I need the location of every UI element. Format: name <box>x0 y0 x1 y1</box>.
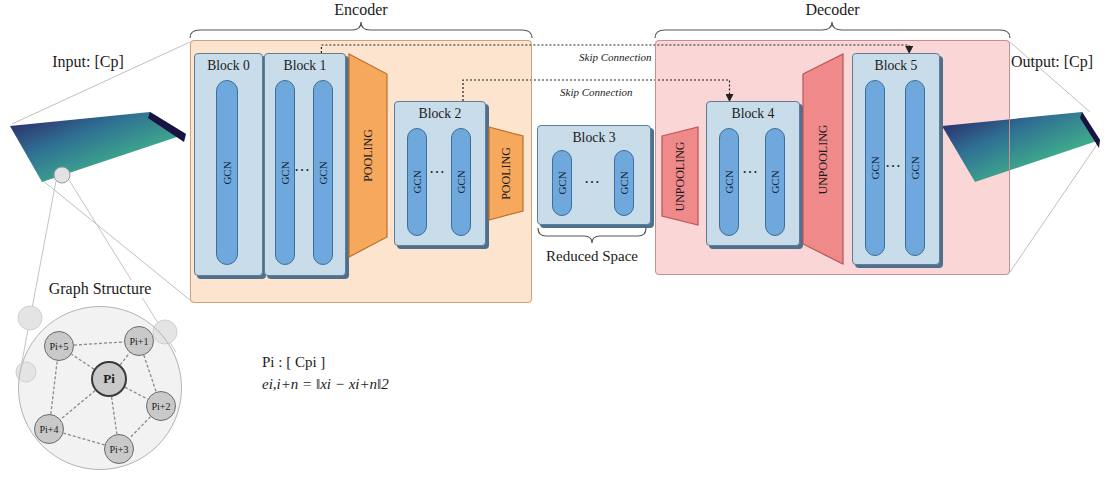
formula: Pi : [ Cpi ] <box>262 354 325 371</box>
node-text: Block 4 <box>707 106 799 122</box>
neighbour-hint <box>153 320 177 344</box>
node-text: GCN <box>221 161 233 184</box>
wing-edge <box>148 112 186 142</box>
node-text: UNPOOLING <box>816 124 831 194</box>
node-text: Pi+3 <box>110 444 129 455</box>
graph-edge <box>74 342 124 345</box>
decoder-brace <box>655 22 1010 38</box>
node-text: Block 0 <box>195 58 262 74</box>
wing-surface <box>10 112 186 182</box>
node-text: Pi+2 <box>152 401 171 412</box>
graph-node: Pi+2 <box>146 391 176 421</box>
ellipsis: … <box>584 169 600 187</box>
formula: ei,i+n = ‖xi − xi+n‖2 <box>262 376 389 393</box>
node-text: GCN <box>769 170 781 193</box>
node-text: POOLING <box>361 129 376 182</box>
node-text: GCN <box>279 161 291 184</box>
unpooling-layer: UNPOOLING <box>661 126 699 226</box>
node-text: GCN <box>411 170 423 193</box>
block-box: Block 0 GCN <box>194 53 263 276</box>
node-text: GCN <box>556 171 568 194</box>
region-label: Reduced Space <box>546 248 638 265</box>
graph-edge <box>144 355 156 392</box>
projection-line <box>1010 42 1090 112</box>
io-label: Output: [Cp] <box>1011 53 1093 71</box>
node-text: Block 2 <box>395 106 485 122</box>
ellipsis: … <box>429 159 445 177</box>
wing-edge <box>1080 112 1100 148</box>
ellipsis: … <box>742 159 758 177</box>
node-text: Block 5 <box>853 58 939 74</box>
decoder-region: DecoderUNPOOLINGBlock 4GCNGCNUNPOOLINGBl… <box>655 40 1010 275</box>
graph-node: Pi+5 <box>44 331 74 361</box>
encoder-region: EncoderBlock 0GCNBlock 1GCNGCNPOOLINGBlo… <box>190 40 532 303</box>
node-text: POOLING <box>499 147 514 200</box>
node-text: Decoder <box>656 1 1009 19</box>
encoder-brace <box>190 22 532 38</box>
gcn-layer: GCN <box>552 150 572 216</box>
graph-edge <box>112 397 117 434</box>
gcn-layer: GCN <box>905 80 925 256</box>
node-text: Pi+1 <box>130 336 149 347</box>
graph-disc <box>18 306 182 470</box>
skip-connection <box>463 80 730 101</box>
gcn-layer: GCN <box>614 150 634 216</box>
node-text: Block 3 <box>538 130 650 146</box>
graph-edge <box>63 433 104 445</box>
edge-label: Skip Connection <box>558 86 634 98</box>
edge-label: Skip Connection <box>577 51 653 63</box>
graph-node: Pi+3 <box>104 434 134 464</box>
gcn-layer: GCN <box>313 80 333 265</box>
pooling-layer: POOLING <box>488 126 524 221</box>
node-text: Pi+5 <box>50 341 69 352</box>
io-label: Input: [Cp] <box>52 53 124 71</box>
node-text: Block 1 <box>265 58 345 74</box>
node-text: GCN <box>723 170 735 193</box>
neighbour-hint <box>16 362 36 382</box>
gcn-layer: GCN <box>216 80 238 265</box>
node-text: GCN <box>618 171 630 194</box>
graph-edge <box>125 387 148 399</box>
node-text: Pi <box>103 371 115 387</box>
zoom-spot <box>54 167 70 183</box>
wing-surface <box>942 112 1100 182</box>
graph-edge <box>129 417 150 439</box>
node-text: GCN <box>455 170 467 193</box>
projection-line <box>12 42 190 124</box>
node-text: Pi+4 <box>40 424 59 435</box>
projection-line <box>42 180 190 300</box>
node-text: GCN <box>869 156 881 179</box>
gcn-layer: GCN <box>451 128 471 236</box>
gcn-layer: GCN <box>719 128 739 236</box>
node-text: Encoder <box>191 1 531 19</box>
decoder-fill <box>655 40 1010 275</box>
node-text: GCN <box>909 156 921 179</box>
graph-node: Pi+4 <box>34 414 64 444</box>
node-text: GCN <box>317 161 329 184</box>
gcn-layer: GCN <box>275 80 295 265</box>
graph-edge <box>51 361 57 414</box>
pooling-layer: POOLING <box>348 53 388 258</box>
ellipsis: … <box>294 157 310 175</box>
gcn-layer: GCN <box>865 80 885 256</box>
ellipsis: … <box>885 153 901 171</box>
graph-edge <box>61 391 96 420</box>
neighbour-hint <box>18 306 42 330</box>
encoder-fill <box>190 40 532 303</box>
graph-structure-circle: Graph StructurePiPi+1Pi+2Pi+3Pi+4Pi+5 <box>18 306 182 470</box>
reduced-space-bracket <box>538 228 646 243</box>
unpooling-layer: UNPOOLING <box>802 53 844 265</box>
graph-edge <box>72 354 94 369</box>
gcn-layer: GCN <box>407 128 427 236</box>
node-text: UNPOOLING <box>673 141 688 211</box>
node-text: Graph Structure <box>46 280 155 298</box>
gcn-layer: GCN <box>765 128 785 236</box>
graph-edge <box>120 353 130 365</box>
graph-node: Pi <box>91 361 127 397</box>
graph-node: Pi+1 <box>124 326 154 356</box>
